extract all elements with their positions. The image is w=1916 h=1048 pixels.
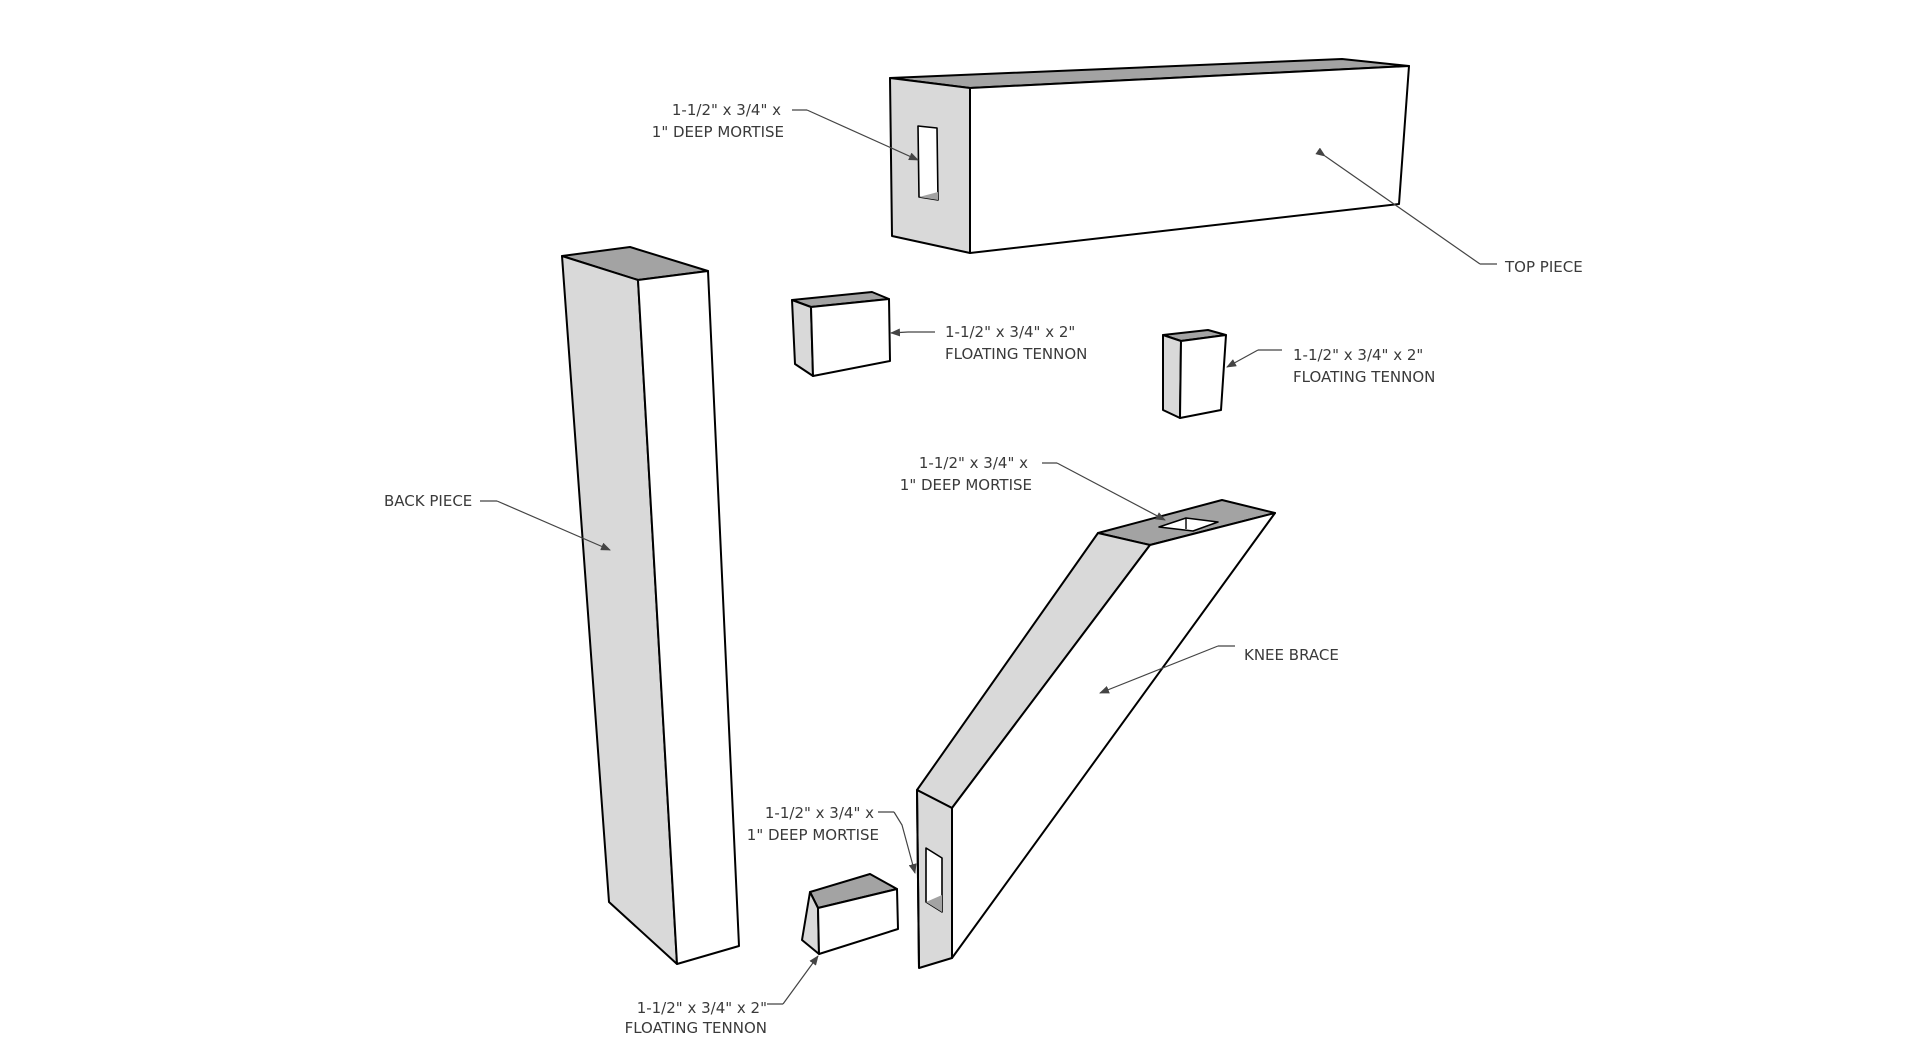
tenon-side-face <box>791 299 814 377</box>
callout-line2: 1" DEEP MORTISE <box>900 476 1032 494</box>
callout-line1: 1-1/2" x 3/4" x 2" <box>637 999 767 1017</box>
callout-mortise-knee-bottom: 1-1/2" x 3/4" x 1" DEEP MORTISE <box>747 804 917 874</box>
tenon-front-face <box>817 888 899 955</box>
knee-brace-bottom-mortise <box>925 847 943 913</box>
callout-line2: FLOATING TENNON <box>625 1019 767 1037</box>
callout-tenon-upper-left: 1-1/2" x 3/4" x 2" FLOATING TENNON <box>890 323 1087 363</box>
top-piece-label: TOP PIECE <box>1504 258 1583 276</box>
top-piece-long-face <box>969 65 1410 254</box>
knee-brace-front-face <box>951 512 1276 959</box>
back-piece <box>561 246 740 965</box>
callout-mortise-top: 1-1/2" x 3/4" x 1" DEEP MORTISE <box>652 101 919 161</box>
tenon-bottom <box>801 873 899 955</box>
callout-line2: FLOATING TENNON <box>1293 368 1435 386</box>
knee-brace <box>916 499 1276 969</box>
callout-back-piece: BACK PIECE <box>384 492 611 551</box>
top-piece-mortise <box>917 125 939 201</box>
callout-line2: FLOATING TENNON <box>945 345 1087 363</box>
callout-tenon-bottom: 1-1/2" x 3/4" x 2" FLOATING TENNON <box>625 955 819 1037</box>
top-piece <box>889 58 1410 254</box>
callout-line1: 1-1/2" x 3/4" x <box>765 804 874 822</box>
back-piece-label: BACK PIECE <box>384 492 472 510</box>
knee-brace-top-mortise <box>1158 517 1219 532</box>
callout-knee-brace: KNEE BRACE <box>1099 645 1339 694</box>
tenon-upper-right <box>1162 329 1227 419</box>
callout-top-piece: TOP PIECE <box>1315 147 1583 276</box>
callout-line1: 1-1/2" x 3/4" x 2" <box>945 323 1075 341</box>
callout-line2: 1" DEEP MORTISE <box>652 123 784 141</box>
callout-line2: 1" DEEP MORTISE <box>747 826 879 844</box>
tenon-front-face <box>810 298 891 377</box>
callout-line1: 1-1/2" x 3/4" x <box>919 454 1028 472</box>
knee-brace-label: KNEE BRACE <box>1244 646 1339 664</box>
callout-line1: 1-1/2" x 3/4" x <box>672 101 781 119</box>
callout-mortise-knee-top: 1-1/2" x 3/4" x 1" DEEP MORTISE <box>900 454 1166 521</box>
tenon-side-face <box>1162 334 1182 419</box>
tenon-upper-left <box>791 291 891 377</box>
tenon-front-face <box>1179 334 1227 419</box>
callout-line1: 1-1/2" x 3/4" x 2" <box>1293 346 1423 364</box>
back-piece-front-face <box>637 270 740 965</box>
callout-tenon-upper-right: 1-1/2" x 3/4" x 2" FLOATING TENNON <box>1226 346 1435 386</box>
